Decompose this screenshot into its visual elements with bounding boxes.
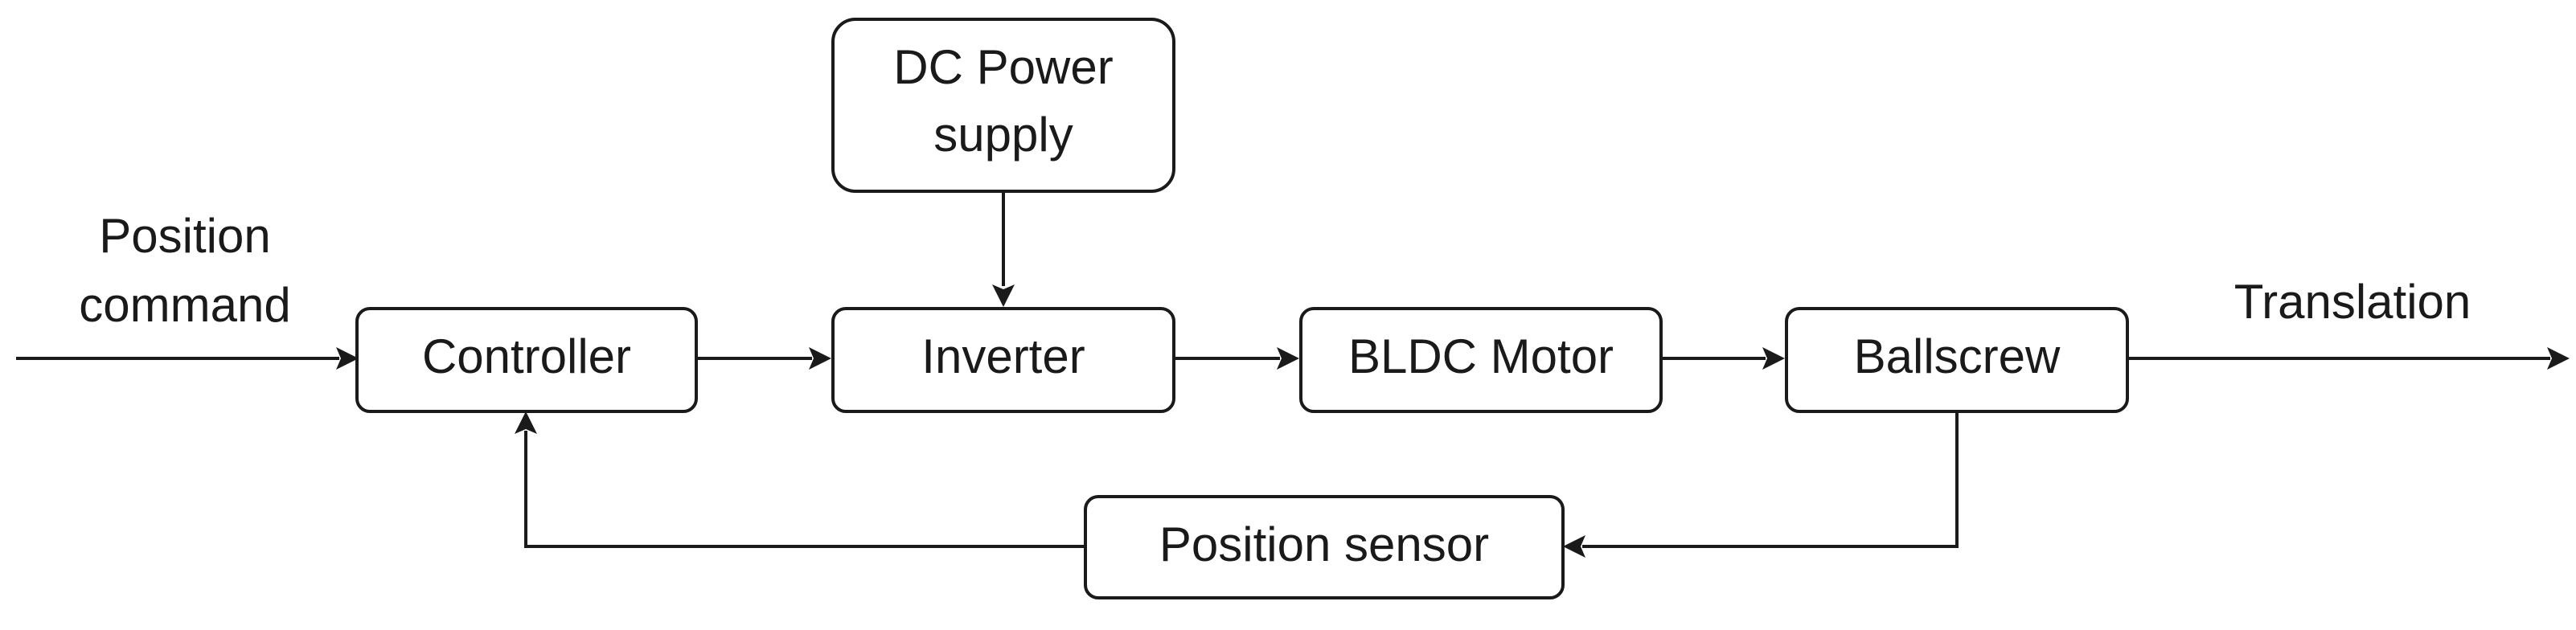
controller-block: Controller bbox=[355, 307, 698, 413]
power-to-inverter-arrowhead bbox=[992, 284, 1015, 307]
connections bbox=[16, 191, 2570, 558]
controller-to-inverter-arrowhead bbox=[809, 347, 831, 370]
motor-to-ballscrew-arrowhead bbox=[1762, 347, 1785, 370]
dc-power-supply-block: DC Power supply bbox=[831, 18, 1175, 193]
input-signal-label-line1: Position bbox=[99, 209, 270, 263]
position-sensor-block: Position sensor bbox=[1084, 495, 1565, 599]
dc-power-supply-label-line2: supply bbox=[933, 108, 1073, 162]
ballscrew-to-sensor-arrowhead bbox=[1563, 535, 1585, 558]
controller-label: Controller bbox=[422, 329, 631, 383]
position-sensor-label: Position sensor bbox=[1159, 518, 1489, 571]
ballscrew-to-sensor-arrow bbox=[1582, 411, 1959, 548]
bldc-motor-label: BLDC Motor bbox=[1348, 329, 1614, 383]
bldc-motor-block: BLDC Motor bbox=[1299, 307, 1663, 413]
output-signal-label: Translation bbox=[2234, 275, 2471, 329]
sensor-to-controller-arrow bbox=[524, 431, 1085, 548]
sensor-to-controller-arrowhead bbox=[515, 411, 537, 434]
ballscrew-label: Ballscrew bbox=[1854, 329, 2061, 383]
inverter-label: Inverter bbox=[921, 329, 1085, 383]
dc-power-supply-label-line1: DC Power bbox=[893, 40, 1113, 94]
input-arrowhead bbox=[336, 347, 359, 370]
inverter-block: Inverter bbox=[831, 307, 1175, 413]
inverter-to-motor-arrowhead bbox=[1277, 347, 1299, 370]
ballscrew-block: Ballscrew bbox=[1785, 307, 2129, 413]
output-arrowhead bbox=[2547, 347, 2570, 370]
input-signal-label-line2: command bbox=[79, 278, 290, 332]
